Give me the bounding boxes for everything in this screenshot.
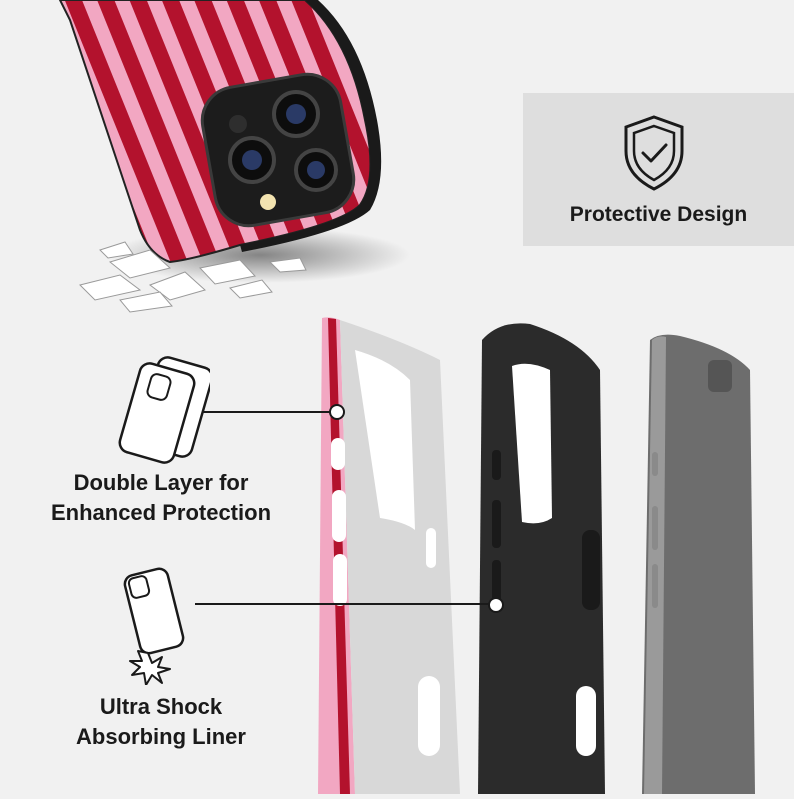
feature-line-1: Ultra Shock [99,694,223,719]
feature-label-double-layer: Double Layer for Enhanced Protection [0,468,322,528]
feature-label-shock-liner: Ultra Shock Absorbing Liner [0,692,322,752]
callout-dot-double-layer [329,404,345,420]
badge-label: Protective Design [569,203,748,226]
shock-impact-icon [118,565,198,686]
phone-device [642,334,755,794]
callout-line-double-layer [203,411,333,413]
shock-liner-layer [478,323,605,794]
double-layer-case-icon [115,355,214,465]
feature-line-2: Enhanced Protection [50,500,272,525]
callout-dot-shock-liner [488,597,504,613]
shield-check-icon [618,113,690,193]
protective-design-badge: Protective Design [523,93,794,246]
callout-line-shock-liner [195,603,493,605]
feature-line-1: Double Layer for [73,470,249,495]
outer-shell-layer [318,317,460,794]
feature-line-2: Absorbing Liner [76,724,246,749]
case-layers-illustration [300,310,794,794]
product-case-photo [0,0,430,320]
